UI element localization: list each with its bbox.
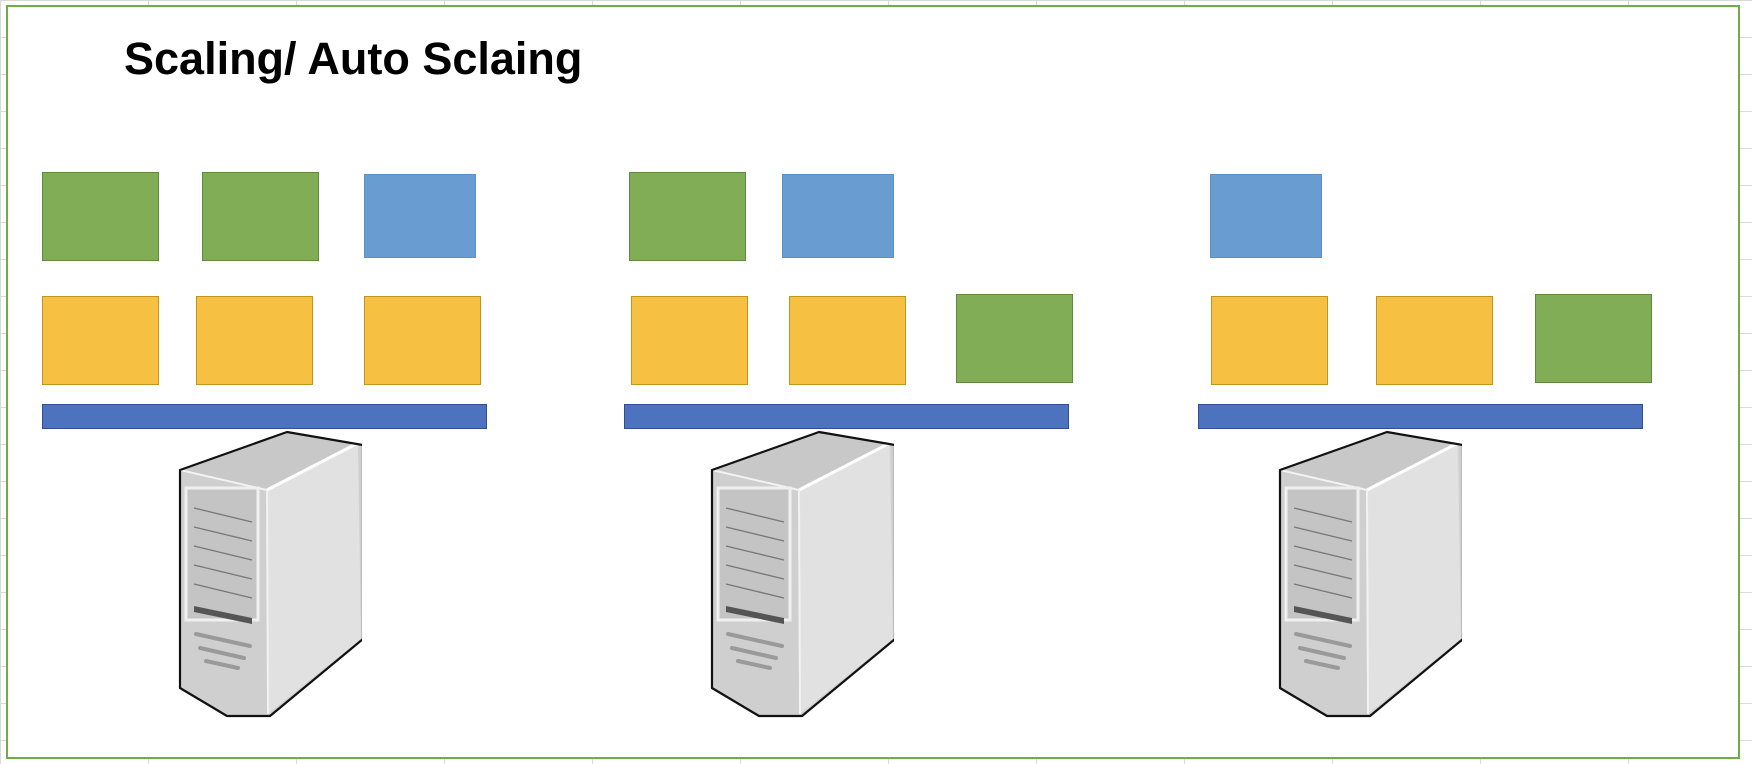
green-block[interactable] <box>1535 294 1652 383</box>
server-tower-icon <box>1278 430 1462 718</box>
yellow-block[interactable] <box>1211 296 1328 385</box>
yellow-block[interactable] <box>631 296 748 385</box>
green-block[interactable] <box>629 172 746 261</box>
yellow-block[interactable] <box>364 296 481 385</box>
blue-block[interactable] <box>782 174 894 258</box>
yellow-block[interactable] <box>196 296 313 385</box>
server-tower-icon <box>710 430 894 718</box>
yellow-block[interactable] <box>789 296 906 385</box>
green-block[interactable] <box>956 294 1073 383</box>
green-block[interactable] <box>42 172 159 261</box>
yellow-block[interactable] <box>1376 296 1493 385</box>
diagram-title: Scaling/ Auto Sclaing <box>124 33 583 84</box>
platform-bar[interactable] <box>1198 404 1643 429</box>
blue-block[interactable] <box>364 174 476 258</box>
yellow-block[interactable] <box>42 296 159 385</box>
green-block[interactable] <box>202 172 319 261</box>
server-tower-icon <box>178 430 362 718</box>
platform-bar[interactable] <box>42 404 487 429</box>
blue-block[interactable] <box>1210 174 1322 258</box>
platform-bar[interactable] <box>624 404 1069 429</box>
